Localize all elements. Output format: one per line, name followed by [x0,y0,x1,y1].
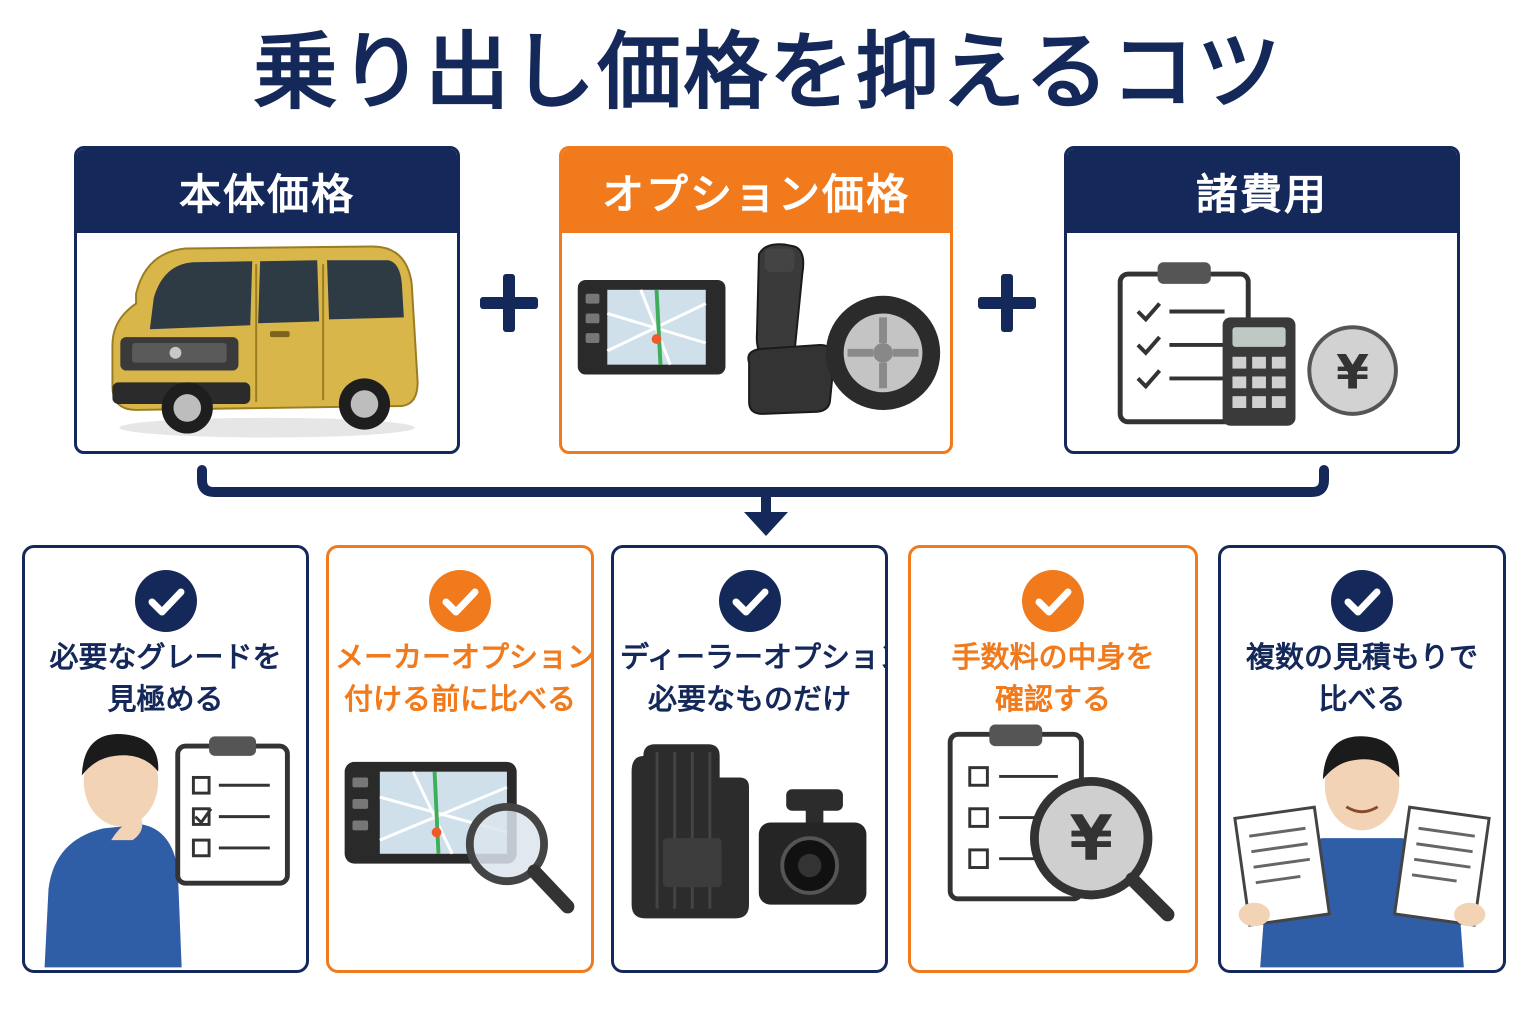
page-title: 乗り出し価格を抑えるコツ [253,23,1283,121]
car-icon [111,245,419,438]
tip-label: 手数料の中身を 確認する [951,640,1155,716]
checklist-yen-magnifier-icon: ¥ [947,724,1175,922]
check-circle-icon [134,570,197,632]
tip-card-fees: 手数料の中身を 確認する ¥ [908,545,1198,973]
check-circle-icon [1022,570,1084,632]
thinking-person-checklist-icon [44,734,290,968]
svg-text:¥: ¥ [1069,802,1113,875]
component-card-option-price: オプション価格 [559,146,953,454]
tip-card-quotes: 複数の見積もりで 比べる [1218,545,1506,973]
component-header: オプション価格 [562,149,950,233]
tip-card-maker-option: メーカーオプションは 付ける前に比べる [326,545,594,973]
plus-icon [972,268,1042,338]
tip-label: ディーラーオプションは 必要なものだけ [620,640,885,716]
person-comparing-documents-icon [1233,736,1491,968]
check-circle-icon [429,570,491,632]
component-header: 本体価格 [77,149,457,233]
component-card-body-price: 本体価格 [74,146,460,454]
navigation-magnifier-icon [344,761,575,914]
component-card-misc-fees: 諸費用 ¥ [1064,146,1460,454]
svg-text:¥: ¥ [1336,345,1369,400]
plus-icon [474,268,544,338]
tip-card-grade: 必要なグレードを 見極める [22,545,309,973]
navigation-seat-wheel-icon [577,243,941,415]
checklist-calculator-yen-icon: ¥ [1117,262,1398,426]
check-circle-icon [718,570,781,632]
floor-mat-dashcam-icon [631,744,867,919]
tip-label: 複数の見積もりで 比べる [1245,640,1478,716]
tip-label: メーカーオプションは 付ける前に比べる [335,640,594,716]
component-header: 諸費用 [1067,149,1457,233]
tip-label: 必要なグレードを 見極める [49,640,282,716]
check-circle-icon [1331,570,1393,632]
tip-card-dealer-option: ディーラーオプションは 必要なものだけ [611,545,888,973]
